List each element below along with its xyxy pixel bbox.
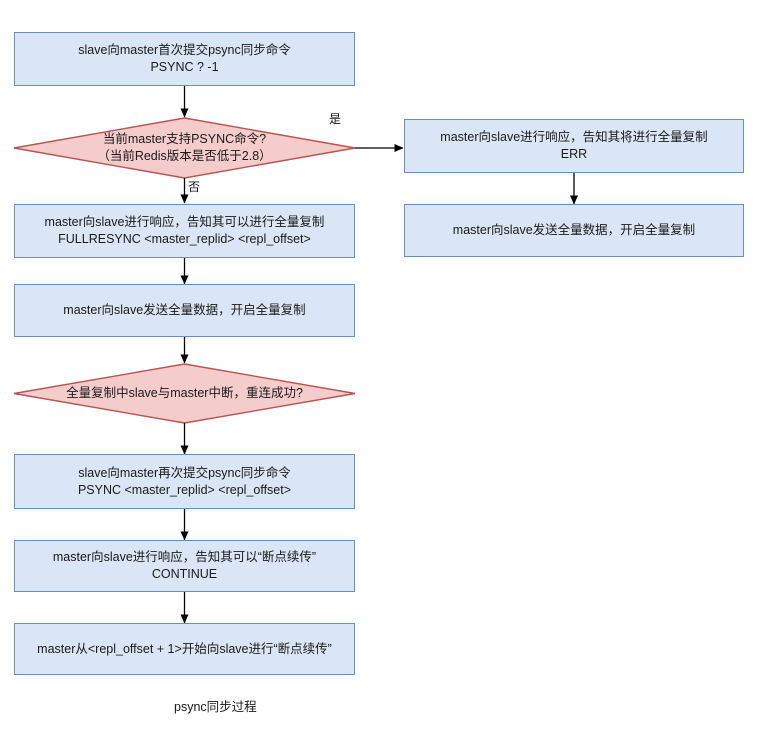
node-label: master向slave进行响应，告知其将进行全量复制 ERR [440, 130, 708, 161]
node-decision-reconnect-success[interactable]: 全量复制中slave与master中断，重连成功? [30, 364, 339, 423]
edge-label-no: 否 [188, 180, 201, 194]
node-master-err-response[interactable]: master向slave进行响应，告知其将进行全量复制 ERR [404, 119, 744, 173]
node-label: slave向master首次提交psync同步命令 PSYNC ? -1 [78, 43, 291, 74]
diagram-caption: psync同步过程 [174, 700, 257, 714]
node-slave-first-psync[interactable]: slave向master首次提交psync同步命令 PSYNC ? -1 [14, 32, 355, 86]
node-label: master从<repl_offset + 1>开始向slave进行“断点续传” [37, 641, 332, 656]
node-master-continue-response[interactable]: master向slave进行响应，告知其可以“断点续传” CONTINUE [14, 540, 355, 592]
node-label: slave向master再次提交psync同步命令 PSYNC <master_… [77, 465, 292, 497]
node-label: master向slave发送全量数据，开启全量复制 [63, 303, 306, 317]
node-label: master向slave发送全量数据，开启全量复制 [452, 223, 696, 237]
node-master-partial-resync[interactable]: master从<repl_offset + 1>开始向slave进行“断点续传” [14, 623, 355, 675]
node-label: master向slave进行响应，告知其可以“断点续传” CONTINUE [52, 550, 317, 581]
edge-label-yes: 是 [329, 112, 342, 126]
node-label: 全量复制中slave与master中断，重连成功? [66, 386, 303, 400]
node-slave-second-psync[interactable]: slave向master再次提交psync同步命令 PSYNC <master_… [14, 454, 355, 509]
node-master-fullresync-response[interactable]: master向slave进行响应，告知其可以进行全量复制 FULLRESYNC … [14, 204, 355, 258]
node-label: 当前master支持PSYNC命令? （当前Redis版本是否低于2.8） [97, 132, 272, 163]
node-label: master向slave进行响应，告知其可以进行全量复制 FULLRESYNC … [44, 215, 325, 246]
node-master-send-full-data-right[interactable]: master向slave发送全量数据，开启全量复制 [404, 204, 744, 257]
node-master-send-full-data-left[interactable]: master向slave发送全量数据，开启全量复制 [14, 284, 355, 337]
node-decision-psync-supported[interactable]: 当前master支持PSYNC命令? （当前Redis版本是否低于2.8） [30, 118, 339, 178]
